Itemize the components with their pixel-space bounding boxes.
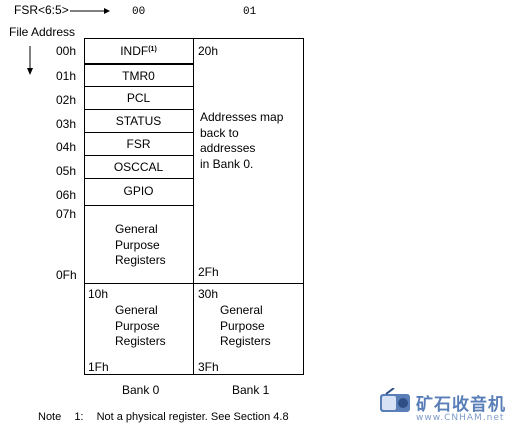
address-1fh: 1Fh <box>88 360 109 374</box>
address-05h: 05h <box>56 164 77 178</box>
gpr-line: General <box>115 303 158 317</box>
watermark-logo: 矿石收音机 www.CNHAM.net <box>378 384 512 430</box>
bank1-label: Bank 1 <box>232 383 270 397</box>
fsr-arrow <box>70 8 110 14</box>
register-fsr: FSR <box>84 133 193 156</box>
fsr-label: FSR<6:5> <box>14 3 69 17</box>
gpr-line: General <box>220 303 263 317</box>
file-address-label: File Address <box>9 25 76 39</box>
bank0-label: Bank 0 <box>122 383 160 397</box>
footnote-marker: (1) <box>148 46 157 53</box>
bank1-map-text: Addresses map back to addresses in Bank … <box>200 110 283 172</box>
bank1-upper-gpr-label: General Purpose Registers <box>220 303 271 350</box>
gpr-line: Purpose <box>115 318 160 333</box>
map-line: Addresses map <box>200 110 284 124</box>
address-20h: 20h <box>198 44 219 58</box>
gpr-line: Registers <box>115 334 166 348</box>
bank0-gpr-label: General Purpose Registers <box>115 222 166 269</box>
bank1-code: 01 <box>243 6 257 18</box>
address-3fh: 3Fh <box>198 360 219 374</box>
map-line: back to <box>200 125 239 140</box>
bank0-code: 00 <box>132 6 146 18</box>
map-line: addresses <box>200 141 256 155</box>
footnote: Note 1: Not a physical register. See Sec… <box>38 411 289 423</box>
register-gpio: GPIO <box>84 179 193 206</box>
bank1-upper-block <box>193 283 304 375</box>
gpr-line: Registers <box>220 334 271 348</box>
gpr-line: Purpose <box>220 318 265 333</box>
footnote-prefix: Note <box>38 411 62 423</box>
address-00h: 00h <box>56 44 77 58</box>
address-10h: 10h <box>88 287 109 301</box>
register-status: STATUS <box>84 110 193 133</box>
address-07h: 07h <box>56 207 77 221</box>
bank0-upper-gpr-label: General Purpose Registers <box>115 303 166 350</box>
register-name: INDF <box>120 44 149 58</box>
gpr-line: Registers <box>115 253 166 267</box>
address-01h: 01h <box>56 69 77 83</box>
down-arrow-icon <box>27 46 33 75</box>
address-03h: 03h <box>56 117 77 131</box>
gpr-line: Purpose <box>115 237 160 252</box>
register-indf: INDF(1) <box>84 39 193 64</box>
address-06h: 06h <box>56 188 77 202</box>
register-osccal: OSCCAL <box>84 156 193 179</box>
register-pcl: PCL <box>84 87 193 110</box>
address-2fh: 2Fh <box>198 265 219 279</box>
watermark-url: www.CNHAM.net <box>416 413 505 423</box>
address-02h: 02h <box>56 93 77 107</box>
register-tmr0: TMR0 <box>84 64 193 87</box>
address-0fh: 0Fh <box>56 268 77 282</box>
footnote-text: Not a physical register. See Section 4.8 <box>96 411 289 423</box>
watermark-text: 矿石收音机 <box>416 395 506 415</box>
gpr-line: General <box>115 222 158 236</box>
address-30h: 30h <box>198 287 219 301</box>
map-line: in Bank 0. <box>200 156 254 171</box>
radio-icon <box>380 388 410 412</box>
address-04h: 04h <box>56 140 77 154</box>
footnote-number: 1: <box>74 411 84 423</box>
